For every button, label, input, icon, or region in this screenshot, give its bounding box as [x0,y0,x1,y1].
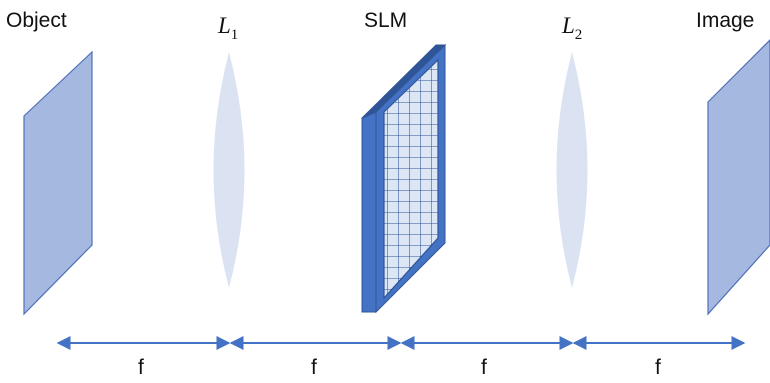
distance-label-4: f [655,356,661,379]
image-plane [707,39,770,316]
lens2-label: L2 [561,13,582,43]
lens1-subscript: 1 [231,27,239,43]
lens-l2 [556,52,588,288]
lens1-symbol: L [217,13,231,38]
distance-label-2: f [311,356,317,379]
slm-edge [361,111,377,313]
lens2-subscript: 2 [575,27,583,43]
object-plane [23,50,93,316]
distance-label-3: f [481,356,487,379]
image-label: Image [696,9,754,32]
slm-label: SLM [364,9,407,32]
lens-l1 [213,52,245,288]
distance-label-1: f [138,356,144,379]
lens1-label: L1 [217,13,238,43]
object-label: Object [6,9,67,32]
lens2-symbol: L [561,13,575,38]
slm-pixel-grid [383,58,439,300]
